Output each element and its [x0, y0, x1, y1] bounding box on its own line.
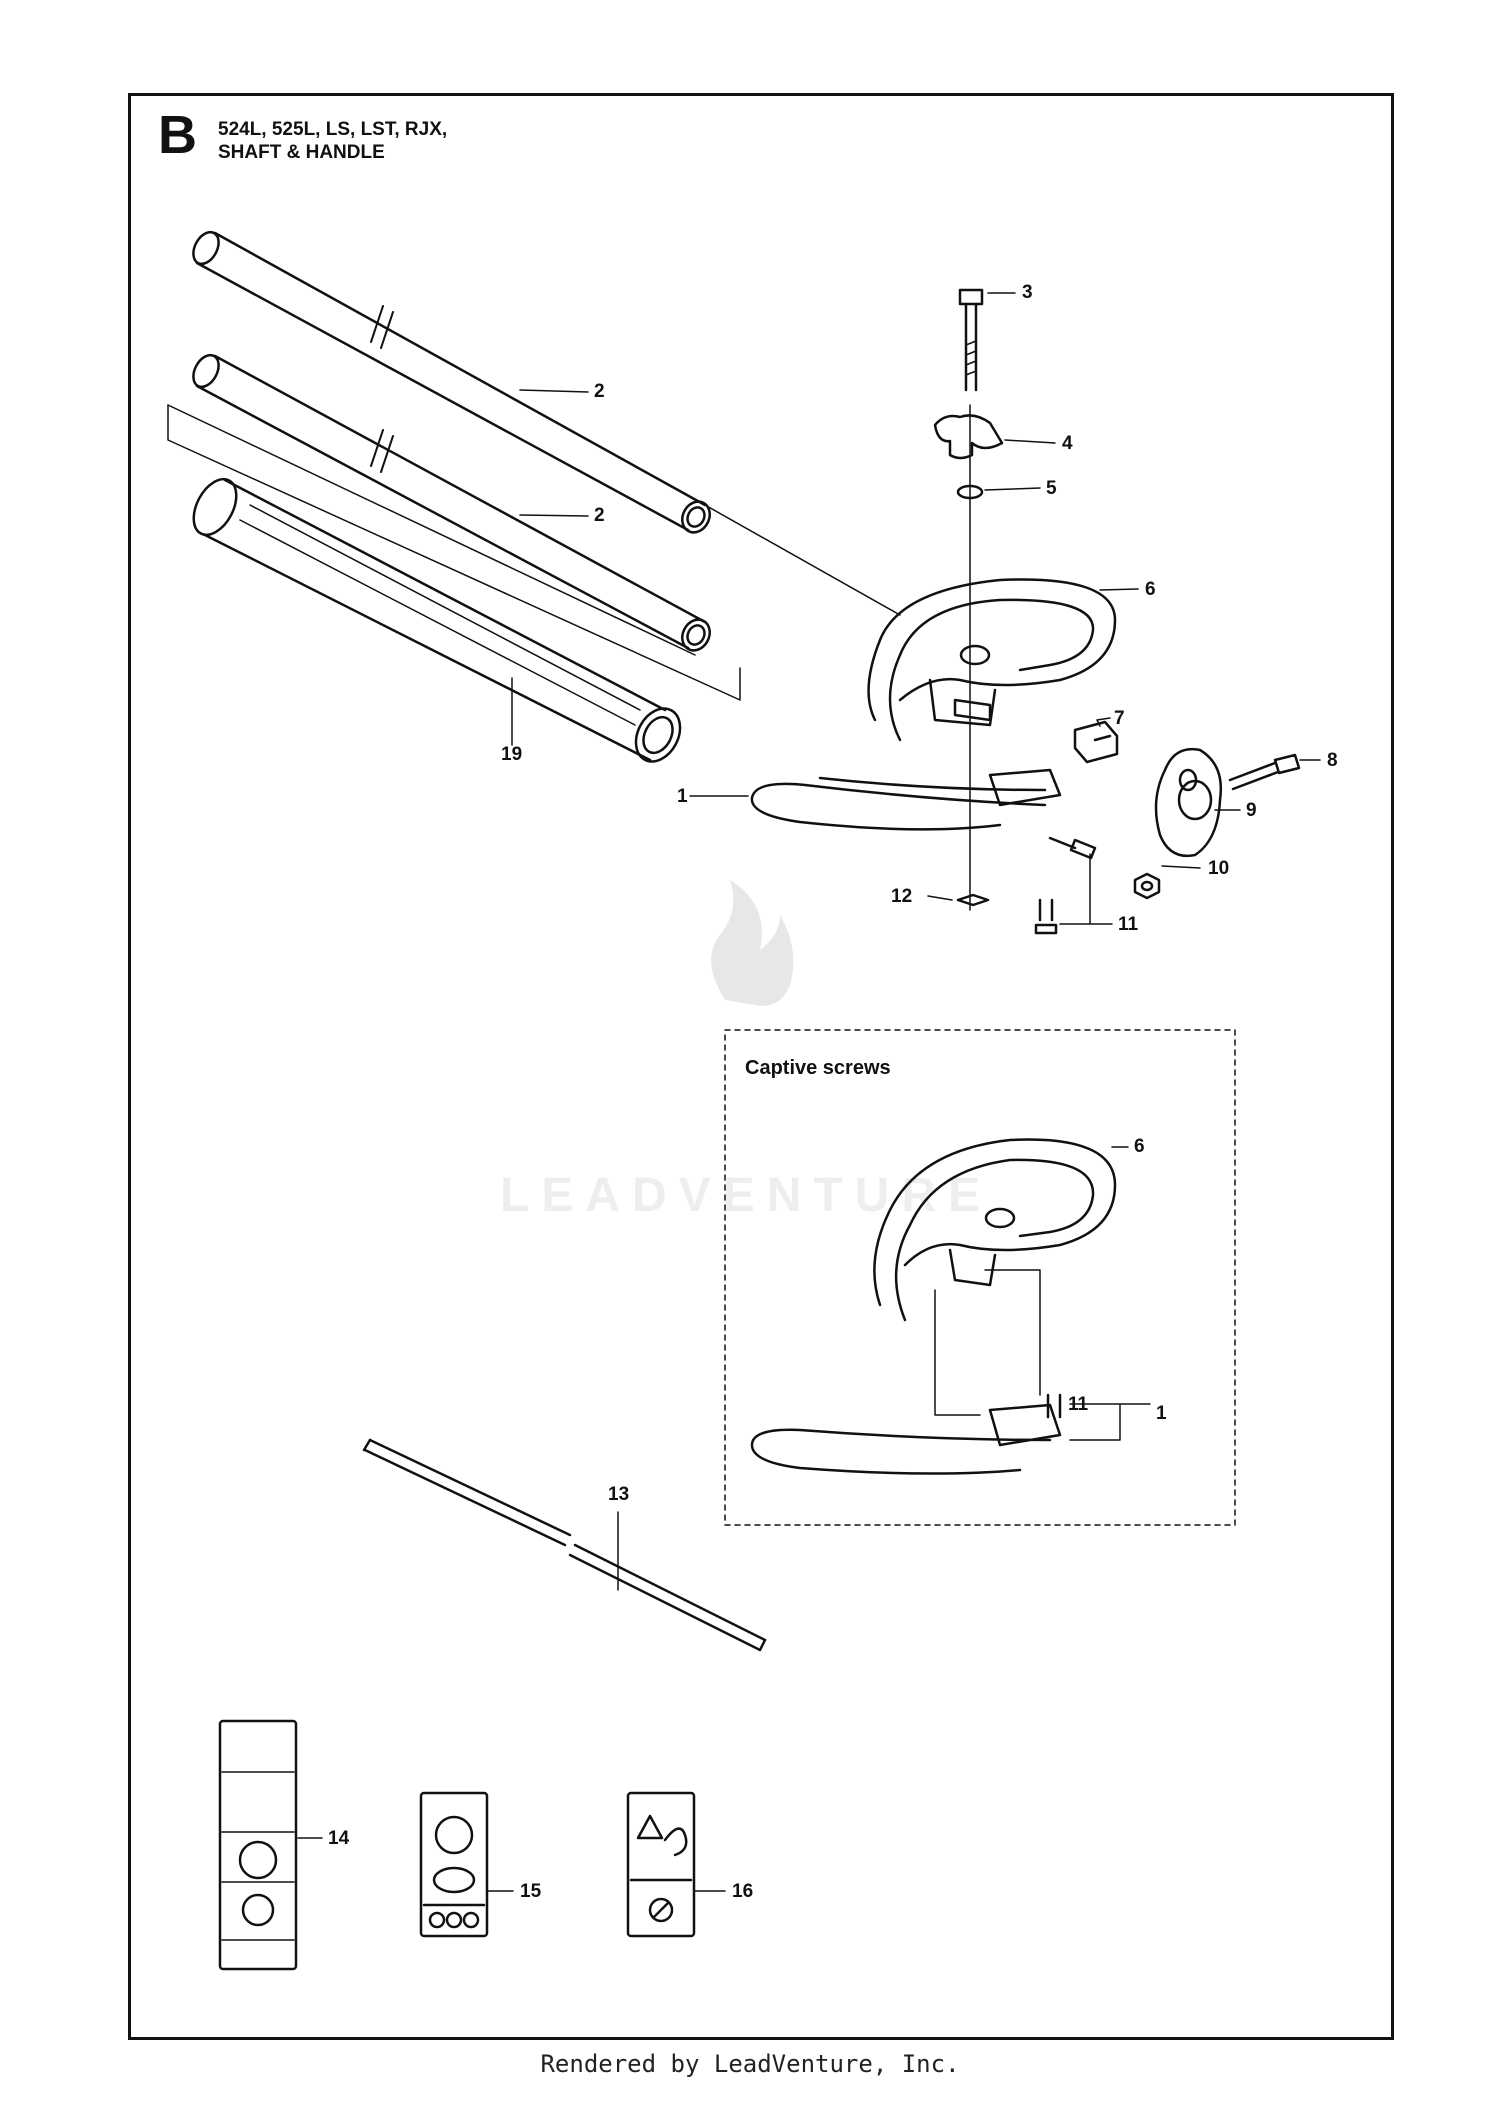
callout-5: 5	[1046, 478, 1057, 499]
screw-11b	[1034, 898, 1058, 935]
shaft-tube-lower	[192, 353, 711, 652]
handle-bracket	[1154, 747, 1223, 858]
callout-16: 16	[732, 1881, 754, 1902]
loop-handle	[867, 578, 1117, 742]
callout-6: 6	[1145, 579, 1156, 600]
footer-credit: Rendered by LeadVenture, Inc.	[540, 2050, 960, 2078]
callout-13: 13	[608, 1484, 630, 1505]
flame-watermark-icon	[711, 880, 794, 1006]
square-nut	[956, 893, 990, 907]
inset-loop-handle	[873, 1138, 1117, 1322]
bolt	[958, 288, 984, 392]
section-letter: B	[158, 105, 197, 165]
callout-14: 14	[328, 1828, 350, 1849]
shaft-tube-upper	[192, 230, 711, 534]
callout-10: 10	[1208, 858, 1230, 879]
title-line-2: SHAFT & HANDLE	[218, 142, 385, 163]
decal-15	[419, 1791, 489, 1938]
inset-callout-1: 1	[1156, 1403, 1167, 1424]
tube-grip	[192, 477, 682, 763]
callout-4: 4	[1062, 433, 1073, 454]
nut	[1133, 872, 1161, 900]
callout-15: 15	[520, 1881, 542, 1902]
callout-2-upper: 2	[594, 381, 605, 402]
nut-hole	[1140, 880, 1154, 892]
callout-1: 1	[677, 786, 688, 807]
callout-19: 19	[501, 744, 523, 765]
callout-2-lower: 2	[594, 505, 605, 526]
leader-lines	[297, 292, 1321, 1892]
callout-12: 12	[891, 886, 913, 907]
inset-box	[724, 1029, 1236, 1526]
callout-7: 7	[1114, 708, 1125, 729]
callout-9: 9	[1246, 800, 1257, 821]
diagram-frame	[128, 93, 1394, 2040]
warning-decal-14	[218, 1719, 298, 1971]
wing-knob	[933, 414, 1004, 460]
decal-16	[626, 1791, 696, 1938]
drive-shaft	[362, 1438, 767, 1652]
screw-8	[1228, 753, 1301, 791]
callout-3: 3	[1022, 282, 1033, 303]
clamp-block	[1073, 720, 1119, 764]
inset-label: Captive screws	[745, 1057, 891, 1079]
callout-8: 8	[1327, 750, 1338, 771]
diagram-title: 524L, 525L, LS, LST, RJX, SHAFT & HANDLE	[218, 118, 447, 164]
inset-callout-11: 11	[1068, 1394, 1089, 1415]
inset-lower-grip	[750, 1393, 1062, 1475]
inset-callout-6: 6	[1134, 1136, 1145, 1157]
lower-grip	[750, 768, 1062, 831]
title-line-1: 524L, 525L, LS, LST, RJX,	[218, 119, 448, 140]
screw-11a	[1048, 836, 1097, 860]
callout-11: 11	[1118, 914, 1139, 935]
